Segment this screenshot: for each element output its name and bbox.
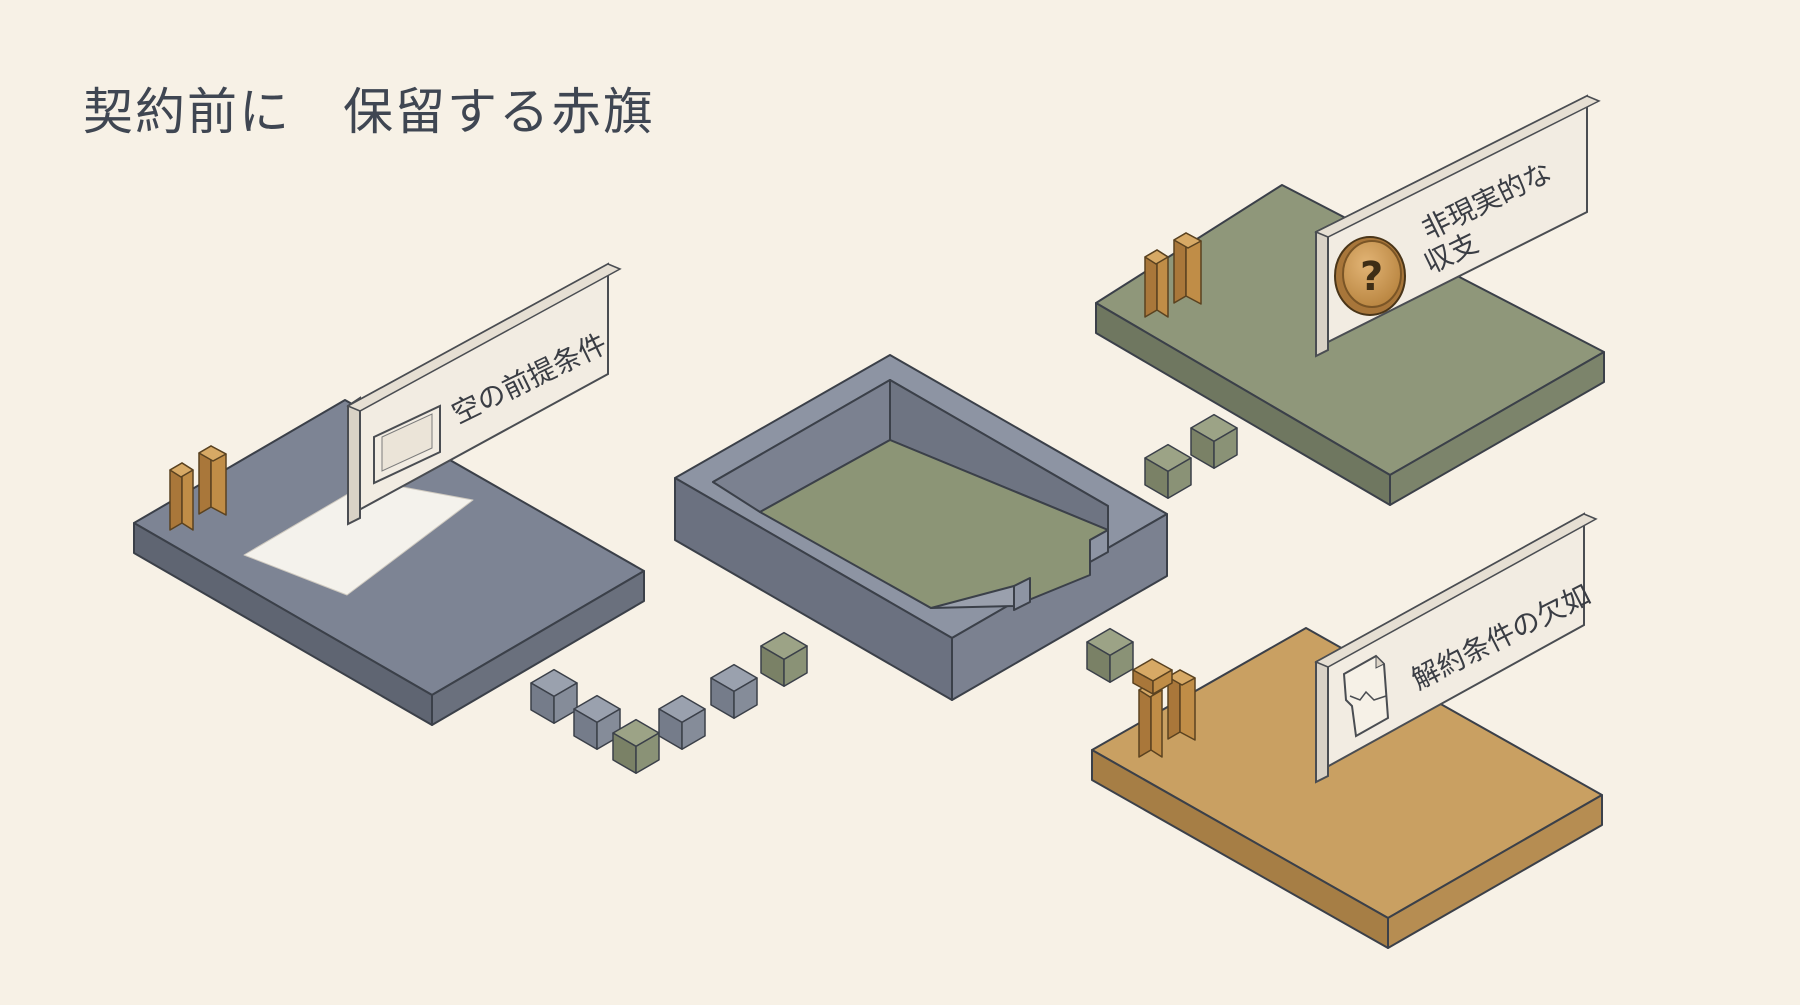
cube-face: [783, 645, 808, 687]
bar-chart-icon: [1132, 658, 1196, 758]
svg-text:?: ?: [1360, 254, 1383, 300]
sign-no-termination-clause: 解約条件の欠如: [1314, 512, 1598, 784]
connector-cube: [612, 718, 660, 774]
torn-document-icon: [1342, 654, 1390, 738]
question-coin-icon: ?: [1334, 236, 1406, 316]
page-title: 契約前に 保留する赤旗: [83, 83, 655, 141]
cube-face: [635, 732, 660, 774]
platform-empty-preconditions: [133, 399, 645, 726]
center-tray: [674, 354, 1168, 701]
connector-cube: [1086, 627, 1134, 683]
connector-cube: [1144, 443, 1192, 499]
connector-cubes: [530, 413, 1238, 774]
cube-face: [1167, 457, 1192, 499]
empty-frame-icon: [373, 404, 441, 485]
connector-cube: [530, 668, 578, 724]
cube-face: [733, 677, 758, 719]
connector-cube: [710, 663, 758, 719]
cube-face: [1213, 427, 1238, 469]
sign-unrealistic-finances: ? 非現実的な 収支: [1314, 94, 1601, 358]
cube-face: [681, 708, 706, 750]
bar-chart-icon: [169, 445, 227, 531]
connector-cube: [658, 694, 706, 750]
platform-no-termination-clause: [1091, 627, 1603, 949]
connector-cube: [1190, 413, 1238, 469]
connector-cube: [760, 631, 808, 687]
bar-chart-icon: [1144, 232, 1202, 318]
cube-face: [1109, 641, 1134, 683]
